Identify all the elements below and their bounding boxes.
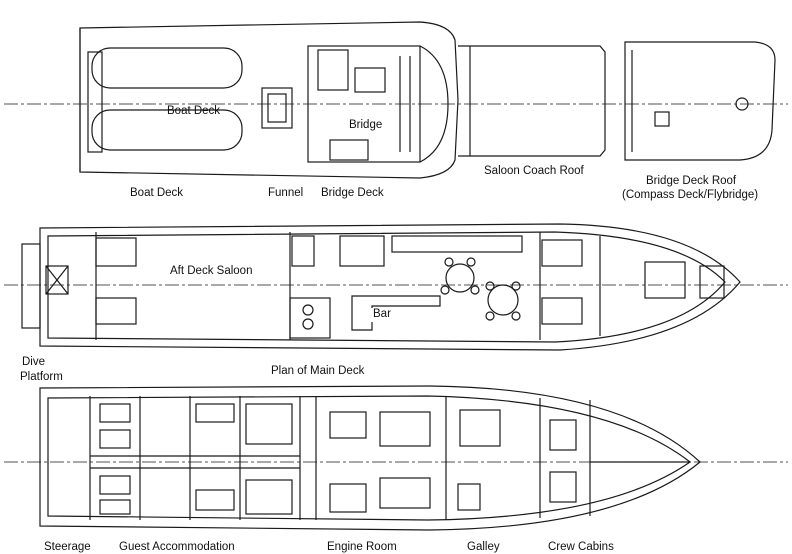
compass-deck-label: (Compass Deck/Flybridge)	[622, 189, 759, 201]
bridge-deck-outline	[307, 45, 449, 163]
steerage-label: Steerage	[44, 541, 91, 553]
main-deck-hull	[21, 223, 741, 351]
boat-deck-inner-label: Boat Deck	[167, 105, 221, 117]
engine-room-label: Engine Room	[327, 541, 397, 553]
funnel-label: Funnel	[268, 187, 304, 199]
dive-label: Dive	[20, 356, 48, 370]
aft-deck-saloon-label: Aft Deck Saloon	[170, 265, 253, 277]
bridge-deck-label: Bridge Deck	[321, 187, 384, 199]
saloon-coach-roof-label: Saloon Coach Roof	[484, 165, 584, 177]
main-deck-rooms	[95, 232, 686, 340]
bridge-inner-label: Bridge	[349, 119, 383, 131]
bridge-deck-roof-label: Bridge Deck Roof	[646, 175, 737, 187]
boat-deck-label: Boat Deck	[130, 187, 184, 199]
bridge-deck-roof-outline	[624, 41, 776, 161]
plan-main-deck-label: Plan of Main Deck	[271, 365, 365, 377]
bar-label: Bar	[371, 308, 393, 322]
saloon-coach-roof-outline	[458, 45, 606, 157]
guest-accommodation-label: Guest Accommodation	[119, 541, 235, 553]
lower-deck-hull	[39, 385, 701, 531]
boat-deck-outline	[79, 21, 459, 179]
platform-label: Platform	[20, 371, 63, 383]
galley-label: Galley	[467, 541, 500, 553]
crew-cabins-label: Crew Cabins	[548, 541, 614, 553]
